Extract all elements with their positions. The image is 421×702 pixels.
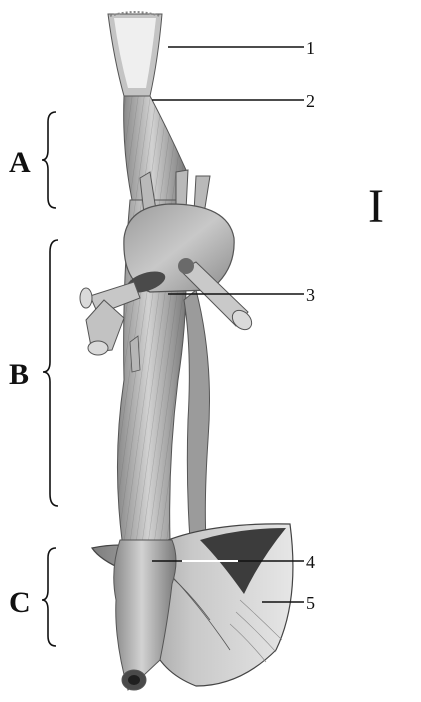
pharynx-opening (108, 12, 162, 96)
callout-3: 3 (306, 285, 315, 305)
brace-C (42, 548, 56, 646)
panel-label: I (368, 180, 384, 233)
brace-B (43, 240, 58, 506)
brace-A (42, 112, 56, 208)
callout-1: 1 (306, 38, 315, 58)
callout-2: 2 (306, 91, 315, 111)
region-label-a: A (9, 146, 31, 179)
callout-5: 5 (306, 593, 315, 613)
region-label-b: B (9, 358, 29, 391)
callout-4: 4 (306, 552, 315, 572)
descending-aorta (184, 290, 210, 540)
region-label-c: C (9, 586, 31, 619)
